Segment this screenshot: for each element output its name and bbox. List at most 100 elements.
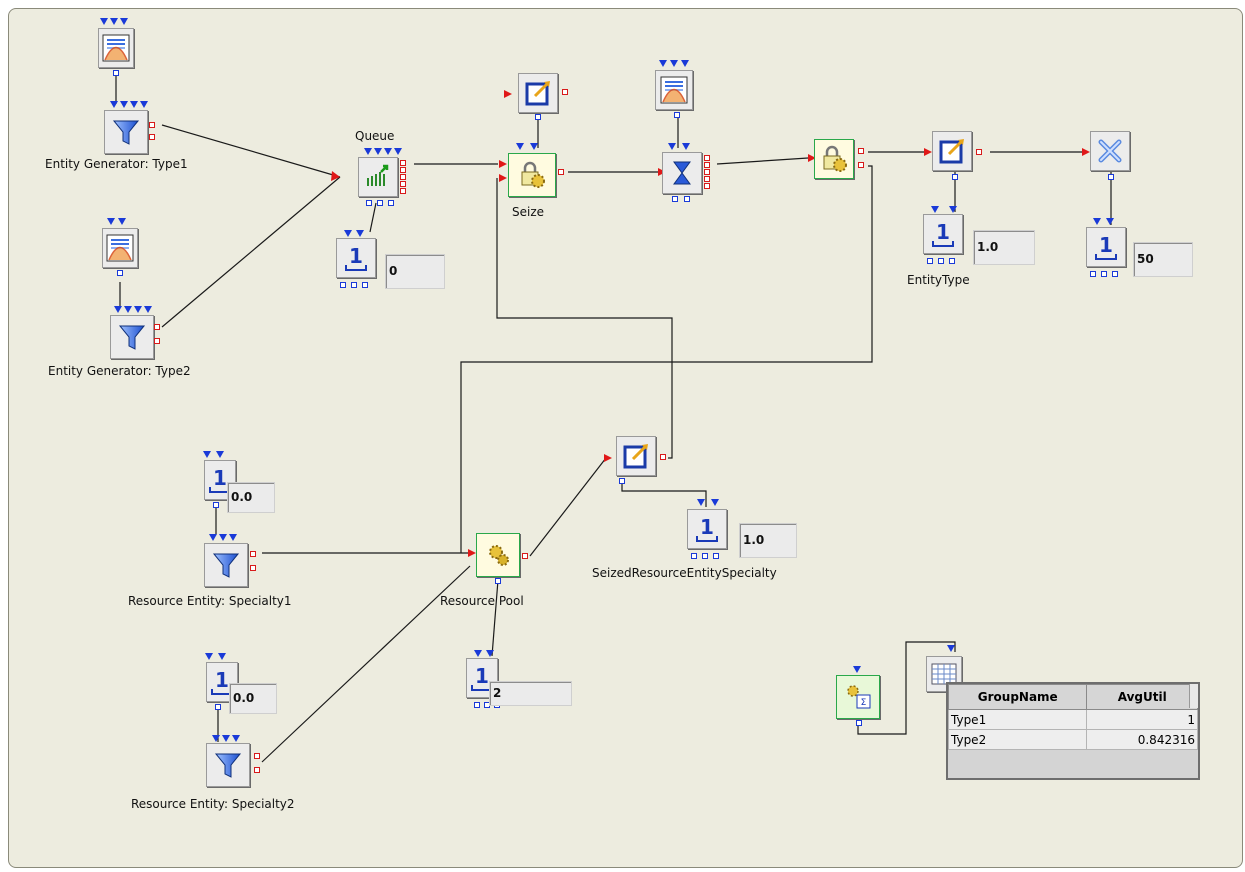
- signal-port[interactable]: [1101, 271, 1107, 277]
- signal-port[interactable]: [1112, 271, 1118, 277]
- set-attribute-block-3[interactable]: [616, 436, 656, 476]
- label-queue: Queue: [355, 129, 395, 143]
- entity-type-block[interactable]: 1: [923, 214, 963, 254]
- svg-text:1: 1: [215, 668, 229, 692]
- signal-port[interactable]: [366, 200, 372, 206]
- distribution-block-3[interactable]: [655, 70, 693, 110]
- entity-port[interactable]: [704, 183, 710, 189]
- signal-port-out[interactable]: [856, 720, 862, 726]
- signal-port-out[interactable]: [213, 502, 219, 508]
- signal-port[interactable]: [1090, 271, 1096, 277]
- sink-count-block[interactable]: 1: [1086, 227, 1126, 267]
- entity-port-out[interactable]: [976, 149, 982, 155]
- entity-port-out[interactable]: [522, 553, 528, 559]
- signal-port[interactable]: [949, 258, 955, 264]
- number-icon: 1: [1091, 232, 1121, 262]
- entity-port-out[interactable]: [254, 753, 260, 759]
- signal-port[interactable]: [691, 553, 697, 559]
- entity-port[interactable]: [400, 160, 406, 166]
- resource-entity-specialty1[interactable]: [204, 543, 248, 587]
- set-attribute-block-1[interactable]: [518, 73, 558, 113]
- sink-icon: [1095, 136, 1125, 166]
- entity-generator-type1[interactable]: [104, 110, 148, 154]
- signal-port[interactable]: [474, 702, 480, 708]
- set-icon: [937, 136, 967, 166]
- statistics-block[interactable]: Σ: [836, 675, 880, 719]
- seized-specialty-block[interactable]: 1: [687, 509, 727, 549]
- input-arrow-icon: [374, 148, 382, 155]
- signal-port[interactable]: [362, 282, 368, 288]
- input-arrow-icon: [356, 230, 364, 237]
- signal-port-out[interactable]: [215, 704, 221, 710]
- funnel-icon: [117, 322, 147, 352]
- entity-port[interactable]: [400, 188, 406, 194]
- entity-server-block[interactable]: [662, 152, 702, 194]
- resource-pool-block[interactable]: [476, 533, 520, 577]
- signal-port-out[interactable]: [674, 112, 680, 118]
- input-arrow-icon: [344, 230, 352, 237]
- signal-port-out[interactable]: [619, 478, 625, 484]
- entity-port[interactable]: [704, 169, 710, 175]
- statistics-table[interactable]: GroupName AvgUtil Type1 1 Type2 0.842316: [946, 682, 1200, 780]
- release-block[interactable]: [814, 139, 854, 179]
- entity-generator-type2[interactable]: [110, 315, 154, 359]
- table-header-groupname[interactable]: GroupName: [947, 684, 1088, 710]
- entity-port[interactable]: [400, 181, 406, 187]
- table-header-avgutil[interactable]: AvgUtil: [1086, 684, 1198, 710]
- signal-port-out[interactable]: [952, 174, 958, 180]
- distribution-block-2[interactable]: [102, 228, 138, 268]
- entity-port-out[interactable]: [149, 122, 155, 128]
- entity-port[interactable]: [400, 167, 406, 173]
- input-arrow-icon: [110, 101, 118, 108]
- entity-port-out[interactable]: [154, 324, 160, 330]
- entity-port[interactable]: [704, 162, 710, 168]
- table-row[interactable]: Type1 1: [947, 709, 1198, 730]
- queue-block[interactable]: [358, 157, 398, 197]
- entity-port[interactable]: [704, 155, 710, 161]
- signal-port-out[interactable]: [535, 114, 541, 120]
- distribution-icon: [659, 75, 689, 105]
- entity-port-out[interactable]: [250, 565, 256, 571]
- set-attribute-block-2[interactable]: [932, 131, 972, 171]
- number-icon: 1: [692, 514, 722, 544]
- entity-port-out[interactable]: [254, 767, 260, 773]
- table-row[interactable]: Type2 0.842316: [947, 729, 1198, 750]
- entity-sink-block[interactable]: [1090, 131, 1130, 171]
- entity-port[interactable]: [400, 174, 406, 180]
- entity-port[interactable]: [704, 176, 710, 182]
- entity-port-out[interactable]: [250, 551, 256, 557]
- signal-port-out[interactable]: [495, 578, 501, 584]
- signal-port[interactable]: [713, 553, 719, 559]
- queue-icon: [363, 162, 393, 192]
- seize-block[interactable]: [508, 153, 556, 197]
- signal-port[interactable]: [351, 282, 357, 288]
- signal-port-out[interactable]: [113, 70, 119, 76]
- signal-port[interactable]: [938, 258, 944, 264]
- entity-port-out[interactable]: [154, 338, 160, 344]
- signal-port[interactable]: [672, 196, 678, 202]
- signal-port-out[interactable]: [117, 270, 123, 276]
- entity-port-out[interactable]: [858, 162, 864, 168]
- input-arrow-icon: [364, 148, 372, 155]
- distribution-block-1[interactable]: [98, 28, 134, 68]
- entity-port-out[interactable]: [660, 454, 666, 460]
- queue-count-block[interactable]: 1: [336, 238, 376, 278]
- svg-text:1: 1: [700, 515, 714, 539]
- input-arrow-icon: [216, 451, 224, 458]
- table-scrollbar[interactable]: [1189, 684, 1198, 708]
- entity-port-out[interactable]: [558, 169, 564, 175]
- signal-port[interactable]: [340, 282, 346, 288]
- signal-port[interactable]: [388, 200, 394, 206]
- resource-entity-specialty2[interactable]: [206, 743, 250, 787]
- entity-port-out[interactable]: [149, 134, 155, 140]
- sink-count-display: 50: [1133, 242, 1193, 277]
- signal-port-out[interactable]: [1108, 174, 1114, 180]
- signal-port[interactable]: [702, 553, 708, 559]
- entity-port-out[interactable]: [562, 89, 568, 95]
- label-entity-generator-type1: Entity Generator: Type1: [45, 157, 188, 171]
- entity-port-out[interactable]: [858, 148, 864, 154]
- signal-port[interactable]: [927, 258, 933, 264]
- signal-port[interactable]: [377, 200, 383, 206]
- input-arrow-icon: [486, 650, 494, 657]
- signal-port[interactable]: [684, 196, 690, 202]
